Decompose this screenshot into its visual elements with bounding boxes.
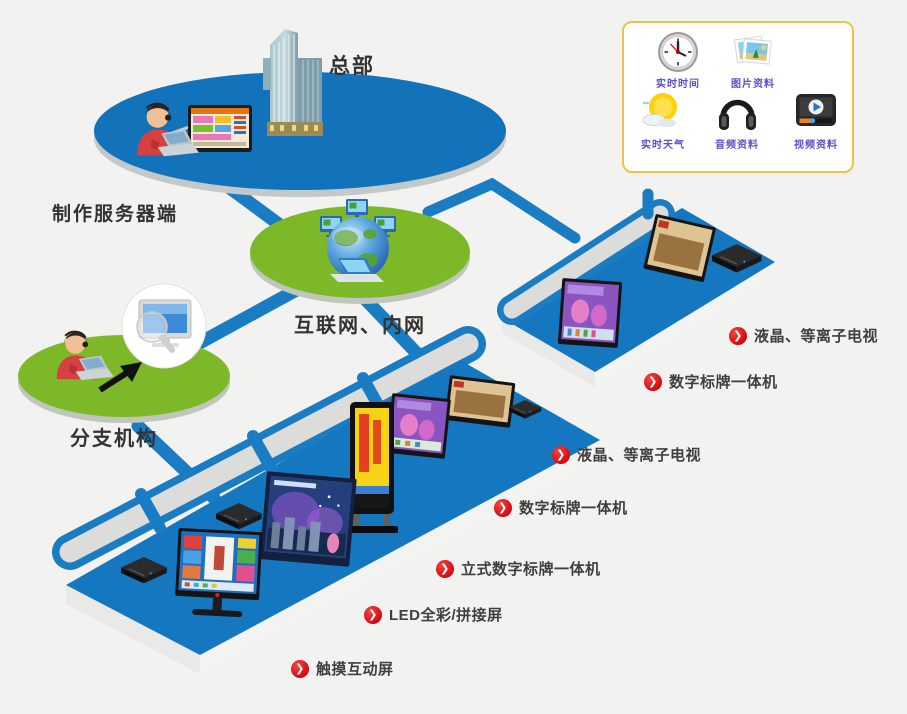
device-label-text: LED全彩/拼接屏 [389, 607, 503, 624]
photos-icon [733, 35, 772, 65]
device-label-lcd-plasma-tv-lower: ❯ 液晶、等离子电视 [552, 444, 701, 465]
weather-icon [642, 93, 677, 128]
device-label-text: 触摸互动屏 [316, 661, 394, 678]
device-label-text: 液晶、等离子电视 [577, 447, 702, 464]
device-label-text: 立式数字标牌一体机 [461, 561, 601, 578]
red-arrow-icon: ❯ [364, 605, 382, 624]
media-item-weather: 实时天气 [627, 89, 699, 151]
kiosk-vertical-signage [346, 402, 398, 533]
red-arrow-icon: ❯ [729, 326, 747, 345]
device-label-text: 数字标牌一体机 [519, 500, 628, 517]
media-item-label: 音频资料 [715, 140, 759, 151]
device-label-signage-player-upper: ❯ 数字标牌一体机 [644, 371, 778, 392]
clock-icon [658, 32, 698, 72]
media-item-label: 视频资料 [794, 140, 838, 151]
signage-player-lower [386, 393, 451, 459]
headquarters-node [94, 29, 506, 197]
media-item-label: 实时天气 [641, 140, 685, 151]
network-node [250, 199, 470, 304]
red-arrow-icon: ❯ [494, 498, 512, 517]
office-building [263, 29, 323, 136]
red-arrow-icon: ❯ [552, 445, 570, 464]
device-label-signage-player-lower: ❯ 数字标牌一体机 [494, 497, 628, 518]
viewer-terminal [121, 283, 207, 369]
uplink-road [422, 177, 675, 325]
media-item-video: 视频资料 [780, 87, 852, 151]
red-arrow-icon: ❯ [644, 372, 662, 391]
headquarters-caption: 制作服务器端 [52, 204, 179, 225]
device-label-text: 液晶、等离子电视 [754, 328, 879, 345]
video-icon [796, 94, 836, 126]
headphones-icon [719, 99, 756, 130]
network-roads [52, 170, 486, 570]
media-item-pictures: 图片资料 [717, 28, 789, 90]
red-arrow-icon: ❯ [436, 559, 454, 578]
media-item-label: 实时时间 [656, 79, 700, 90]
branch-caption: 分支机构 [70, 428, 158, 450]
headquarters-title: 总部 [329, 55, 375, 78]
device-label-vertical-kiosk: ❯ 立式数字标牌一体机 [436, 558, 601, 579]
signage-player-upper [557, 278, 623, 348]
touch-smart-tv [175, 527, 263, 618]
tv-lcd-upper [643, 214, 716, 282]
device-label-touch-screen: ❯ 触摸互动屏 [291, 658, 394, 679]
led-video-wall [259, 471, 357, 567]
device-label-lcd-plasma-tv-upper: ❯ 液晶、等离子电视 [729, 325, 878, 346]
red-arrow-icon: ❯ [291, 659, 309, 678]
media-panel: 实时时间 图片资料 [622, 21, 854, 173]
branch-node [18, 283, 230, 423]
tv-lcd-lower [444, 375, 516, 428]
media-item-label: 图片资料 [731, 79, 775, 90]
network-caption: 互联网、内网 [294, 315, 426, 337]
media-item-audio: 音频资料 [701, 87, 773, 151]
control-screen [188, 105, 252, 152]
device-label-led-wall: ❯ LED全彩/拼接屏 [364, 604, 503, 625]
media-item-time: 实时时间 [642, 30, 714, 90]
device-label-text: 数字标牌一体机 [669, 374, 778, 391]
